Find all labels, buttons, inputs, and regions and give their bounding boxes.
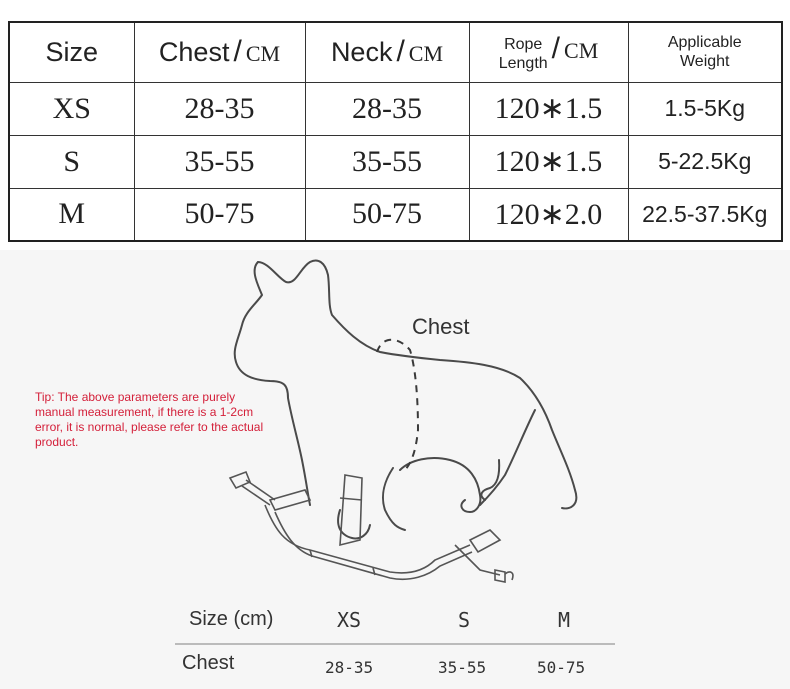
mini-size-table: Size (cm) XS S M Chest 28-35 35-55 50-75 xyxy=(175,600,615,684)
mini-chest-row: Chest 28-35 35-55 50-75 xyxy=(175,644,615,684)
dog-outline-icon xyxy=(233,259,578,540)
header-size: Size xyxy=(8,21,135,83)
mini-row-label: Chest xyxy=(182,652,235,674)
mini-value-m: 50-75 xyxy=(537,658,586,677)
mini-header-label: Size (cm) xyxy=(189,608,274,630)
cell-chest: 35-55 xyxy=(133,134,306,189)
cell-size: M xyxy=(8,187,135,242)
header-chest: Chest/CM xyxy=(133,21,306,83)
table-row: XS 28-35 28-35 120∗1.5 1.5-5Kg xyxy=(8,81,783,136)
cell-weight: 1.5-5Kg xyxy=(627,81,783,136)
mini-value-xs: 28-35 xyxy=(325,658,374,677)
mini-size-m: M xyxy=(558,608,571,632)
cell-size: S xyxy=(8,134,135,189)
harness-icon xyxy=(228,470,514,583)
mini-table-divider xyxy=(175,643,615,645)
chest-label: Chest xyxy=(412,314,470,339)
mini-header-row: Size (cm) XS S M xyxy=(175,600,615,640)
cell-rope: 120∗1.5 xyxy=(468,81,629,136)
mini-value-s: 35-55 xyxy=(438,658,487,677)
header-neck: Neck/CM xyxy=(304,21,470,83)
mini-size-s: S xyxy=(458,608,471,632)
illustration-area xyxy=(0,250,790,689)
cell-neck: 50-75 xyxy=(304,187,470,242)
dog-harness-illustration xyxy=(228,259,578,583)
cell-weight: 22.5-37.5Kg xyxy=(627,187,783,242)
cell-neck: 28-35 xyxy=(304,81,470,136)
cell-rope: 120∗2.0 xyxy=(468,187,629,242)
cell-neck: 35-55 xyxy=(304,134,470,189)
cell-chest: 50-75 xyxy=(133,187,306,242)
chest-measure-line-icon xyxy=(376,338,420,471)
tip-note: Tip: The above parameters are purely man… xyxy=(35,390,264,449)
mini-size-xs: XS xyxy=(337,608,362,632)
cell-weight: 5-22.5Kg xyxy=(627,134,783,189)
cell-rope: 120∗1.5 xyxy=(468,134,629,189)
table-row: S 35-55 35-55 120∗1.5 5-22.5Kg xyxy=(8,134,783,189)
table-row: M 50-75 50-75 120∗2.0 22.5-37.5Kg xyxy=(8,187,783,242)
cell-chest: 28-35 xyxy=(133,81,306,136)
cell-size: XS xyxy=(8,81,135,136)
